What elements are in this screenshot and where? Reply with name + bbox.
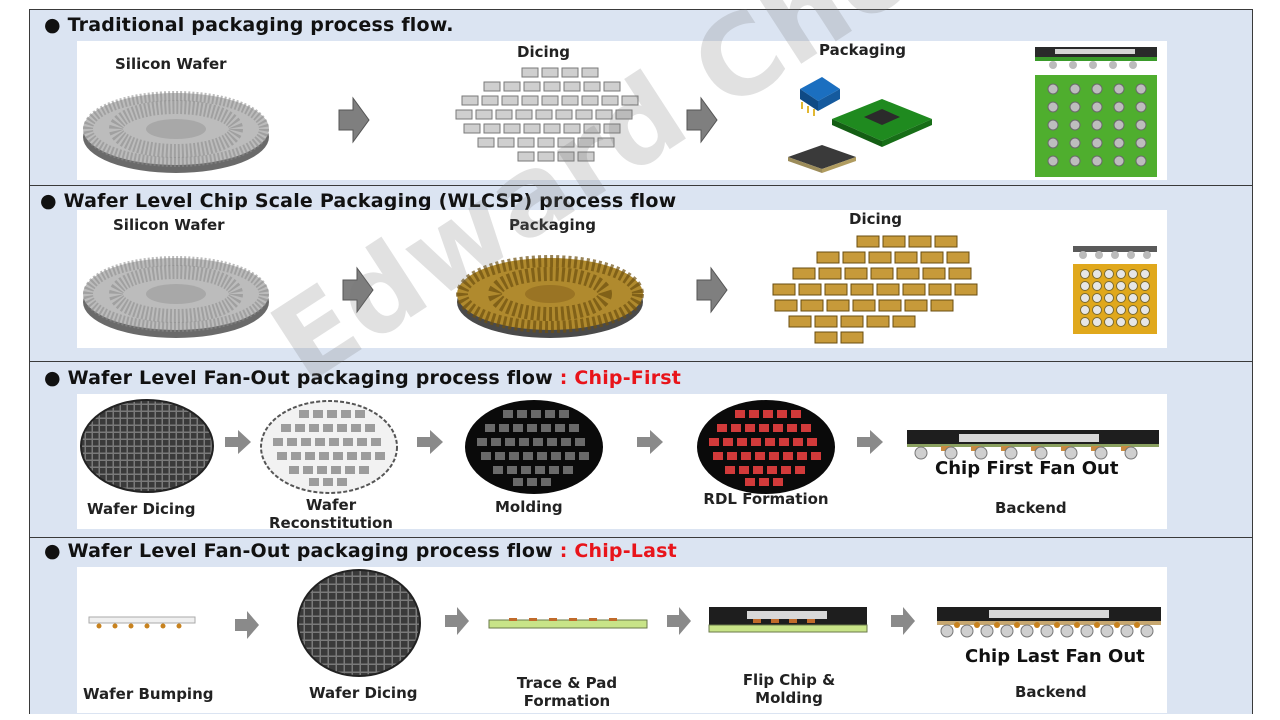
section-title: ● Traditional packaging process flow. <box>44 14 454 36</box>
packaged-wafer-icon <box>456 255 644 338</box>
arrow-right-icon <box>857 430 883 454</box>
diced-dies-icon <box>772 235 978 344</box>
section-fanout-chip-last: ● Wafer Level Fan-Out packaging process … <box>30 538 1252 714</box>
arrow-right-icon <box>338 96 370 144</box>
arrow-right-icon <box>667 607 691 635</box>
chip-first-package-icon <box>907 430 1159 460</box>
diagram-panel: Wafer Dicing Wafer Reconstitution <box>77 394 1167 529</box>
bullet-icon: ● <box>44 367 61 389</box>
step-label: Molding <box>495 498 563 516</box>
rdl-wafer-icon <box>697 400 835 494</box>
diagram-panel: Silicon Wafer Dicing <box>77 41 1167 180</box>
silicon-wafer-icon <box>83 91 269 173</box>
step-label: Packaging <box>509 216 596 234</box>
section-fanout-chip-first: ● Wafer Level Fan-Out packaging process … <box>30 362 1252 538</box>
arrow-right-icon <box>686 96 718 144</box>
diced-wafer-icon <box>297 569 421 677</box>
step-label: Dicing <box>849 210 903 228</box>
diagram-panel: Silicon Wafer Packaging <box>77 210 1167 348</box>
step-label: Dicing <box>517 43 571 61</box>
package-caption: Chip Last Fan Out <box>965 646 1145 667</box>
molded-wafer-icon <box>465 400 603 494</box>
arrow-right-icon <box>637 430 663 454</box>
step-label: RDL Formation <box>703 490 829 508</box>
arrow-right-icon <box>225 430 251 454</box>
step-label: Flip Chip & Molding <box>742 671 836 707</box>
step-label: Silicon Wafer <box>115 55 227 73</box>
arrow-right-icon <box>891 607 915 635</box>
step-label: Wafer Bumping <box>83 685 214 703</box>
step-label: Packaging <box>819 41 906 59</box>
diagram-panel: Wafer Bumping Wafer Dicing Trace & Pad F… <box>77 567 1167 713</box>
trace-pad-substrate-icon <box>488 618 648 629</box>
section-wlcsp: ● Wafer Level Chip Scale Packaging (WLCS… <box>30 186 1252 362</box>
arrow-right-icon <box>696 266 728 314</box>
step-label: Wafer Dicing <box>87 500 196 518</box>
packaged-chips-icon <box>788 77 932 173</box>
section-title: ● Wafer Level Fan-Out packaging process … <box>44 367 682 389</box>
bullet-icon: ● <box>40 190 57 212</box>
section-title: ● Wafer Level Fan-Out packaging process … <box>44 540 677 562</box>
step-label: Wafer Dicing <box>309 684 418 702</box>
bumped-wafer-icon <box>88 616 196 629</box>
section-title: ● Wafer Level Chip Scale Packaging (WLCS… <box>40 190 677 212</box>
step-label: Silicon Wafer <box>113 216 225 234</box>
diced-dies-icon <box>455 67 639 162</box>
arrow-right-icon <box>235 611 259 639</box>
step-label: Trace & Pad Formation <box>516 674 618 710</box>
bullet-icon: ● <box>44 540 61 562</box>
flow-diagram-frame: ● Traditional packaging process flow. Si… <box>29 9 1253 714</box>
arrow-right-icon <box>417 430 443 454</box>
chip-last-package-icon <box>937 607 1161 638</box>
step-label: Backend <box>1015 683 1087 701</box>
diced-wafer-icon <box>80 399 214 493</box>
reconstituted-wafer-icon <box>260 400 398 494</box>
silicon-wafer-icon <box>83 256 269 338</box>
step-label: Wafer Reconstitution <box>269 496 393 529</box>
step-label: Backend <box>995 499 1067 517</box>
section-traditional: ● Traditional packaging process flow. Si… <box>30 10 1252 186</box>
bga-package-icon <box>1035 47 1157 177</box>
bullet-icon: ● <box>44 14 61 36</box>
flip-chip-molding-icon <box>708 607 868 633</box>
arrow-right-icon <box>342 266 374 314</box>
arrow-right-icon <box>445 607 469 635</box>
wlcsp-package-icon <box>1073 246 1157 334</box>
package-caption: Chip First Fan Out <box>935 458 1119 479</box>
